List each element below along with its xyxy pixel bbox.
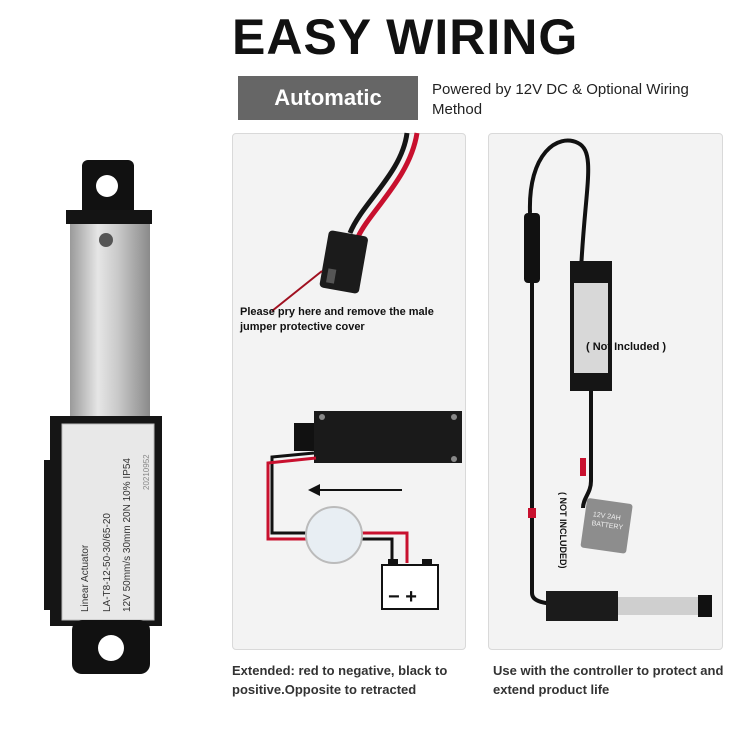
not-included-note-2: ( NOT INCLUDED) (558, 492, 568, 569)
caption-left: Extended: red to negative, black to posi… (232, 663, 448, 697)
connector-illustration (266, 132, 462, 610)
pry-instruction: Please pry here and remove the male jump… (240, 306, 434, 333)
linear-actuator-illustration (44, 160, 162, 674)
battery-symbol: − + (388, 586, 417, 608)
label-serial: 20210952 (142, 454, 151, 490)
not-included-note-1: ( Not Included ) (586, 341, 667, 353)
mode-badge: Automatic (238, 76, 418, 120)
subtitle: Powered by 12V DC & Optional Wiring Meth… (432, 81, 689, 118)
page-title: EASY WIRING (232, 9, 579, 65)
caption-right: Use with the controller to protect and e… (493, 663, 724, 697)
controller-wiring-illustration (524, 138, 712, 621)
label-line-1: Linear Actuator (80, 544, 91, 612)
label-line-2: LA-T8-12-50-30/65-20 (102, 513, 113, 612)
label-line-3: 12V 50mm/s 30mm 20N 10% IP54 (122, 458, 133, 612)
